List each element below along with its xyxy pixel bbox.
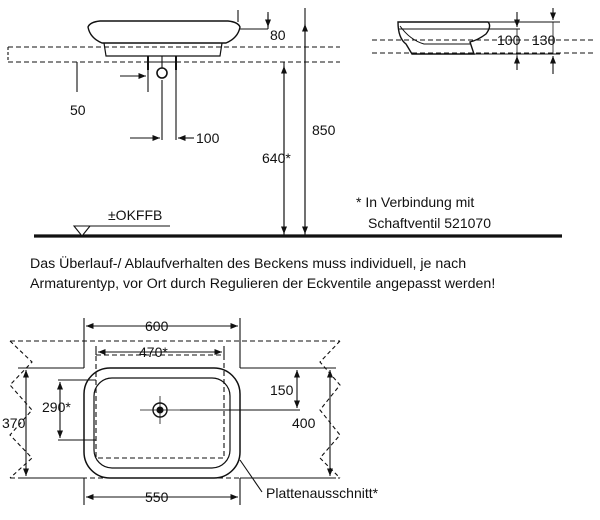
plan-dim-370: 370 xyxy=(2,415,26,431)
basin-outer-rim xyxy=(83,367,241,479)
front-dim-50: 50 xyxy=(70,102,86,118)
installation-note-line-2: Armaturentyp, vor Ort durch Regulieren d… xyxy=(30,276,496,292)
plan-dim-600: 600 xyxy=(145,318,169,334)
side-dim-100: 100 xyxy=(497,32,521,48)
drain-pipe xyxy=(156,67,168,79)
floor-marker-icon xyxy=(72,225,92,237)
basin-underside xyxy=(103,42,223,57)
front-dim-100: 100 xyxy=(196,130,220,146)
footnote-line-2: Schaftventil 521070 xyxy=(368,215,491,231)
installation-note-line-1: Das Überlauf-/ Ablaufverhalten des Becke… xyxy=(30,256,467,272)
floor-level-label: ±OKFFB xyxy=(108,207,162,223)
countertop-break-right xyxy=(319,340,341,479)
countertop-break-left xyxy=(9,340,33,479)
front-dim-850: 850 xyxy=(312,122,336,138)
front-dim-80: 80 xyxy=(270,27,286,43)
basin-inner-bowl xyxy=(93,377,231,469)
plan-dim-150: 150 xyxy=(270,382,294,398)
side-dim-130: 130 xyxy=(532,32,556,48)
plan-dim-290: 290* xyxy=(42,399,71,415)
front-view-basin xyxy=(7,8,340,236)
footnote-line-1: * In Verbindung mit xyxy=(356,194,474,210)
plan-dim-550: 550 xyxy=(145,489,169,505)
cutout-leader-line xyxy=(239,459,263,493)
front-dim-640: 640* xyxy=(262,150,291,166)
side-basin-body xyxy=(397,21,491,55)
side-view-basin xyxy=(372,21,596,55)
cutout-label: Plattenausschnitt* xyxy=(266,485,379,501)
basin-body xyxy=(87,20,241,44)
installation-note: Das Überlauf-/ Ablaufverhalten des Becke… xyxy=(30,254,590,294)
plan-dim-400: 400 xyxy=(292,415,316,431)
plan-dim-470: 470* xyxy=(139,344,168,360)
